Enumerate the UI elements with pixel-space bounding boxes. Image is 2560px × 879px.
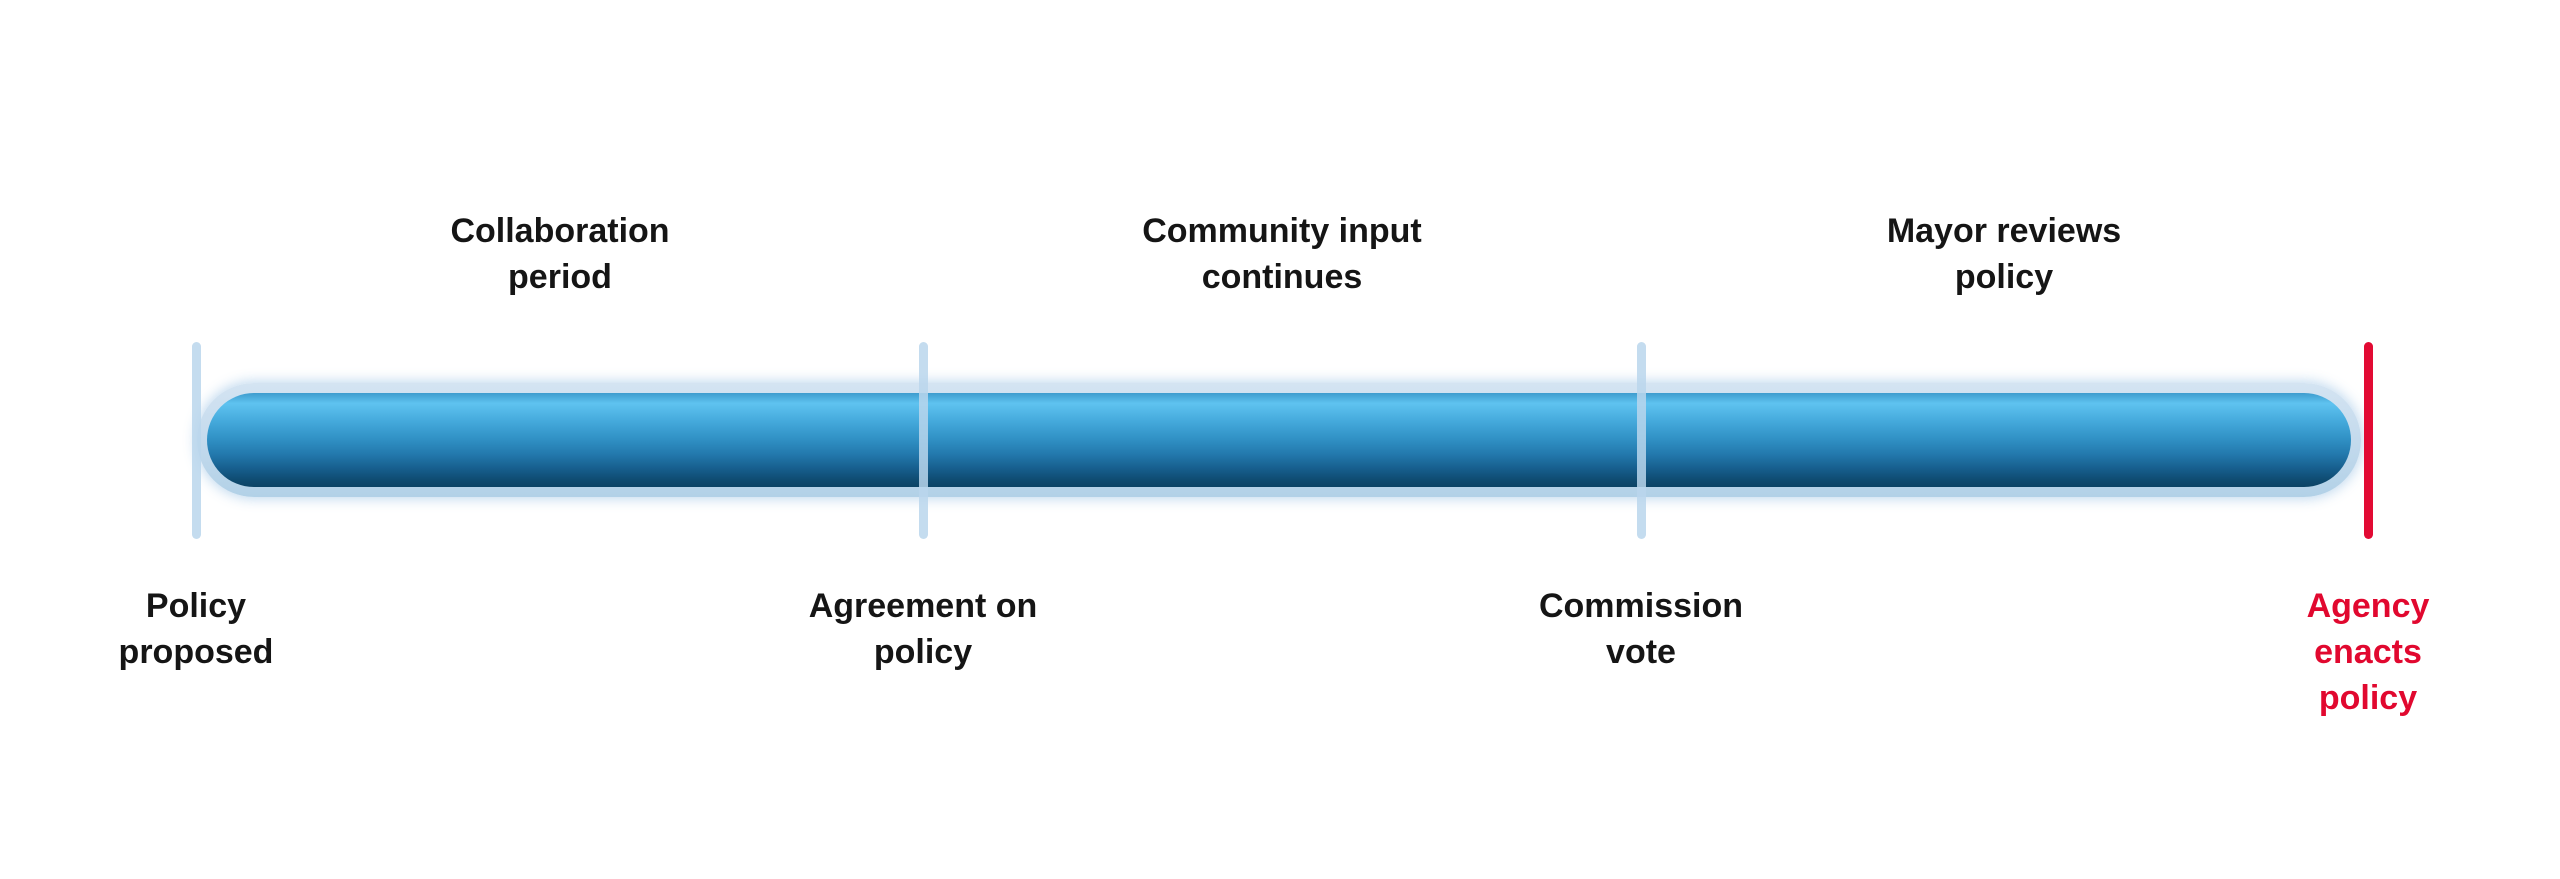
phase-label-collaboration-period: Collaboration period (450, 212, 670, 296)
tick-commission-vote (1636, 342, 1646, 539)
milestone-label-policy-proposed: Policy proposed (118, 587, 274, 671)
phase-label-mayor-reviews-policy: Mayor reviews policy (1886, 212, 2122, 296)
milestone-label-agency-enacts-policy: Agency enacts policy (2306, 587, 2430, 717)
phase-label-community-input: Community input continues (1142, 212, 1422, 296)
timeline-bar (197, 383, 2361, 497)
tick-agreement-on-policy (918, 342, 928, 539)
tick-agency-enacts-policy (2363, 342, 2373, 539)
milestone-label-commission-vote: Commission vote (1538, 587, 1744, 671)
timeline-bar-fill (207, 393, 2351, 487)
tick-policy-proposed (191, 342, 201, 539)
milestone-label-agreement-on-policy: Agreement on policy (808, 587, 1038, 671)
